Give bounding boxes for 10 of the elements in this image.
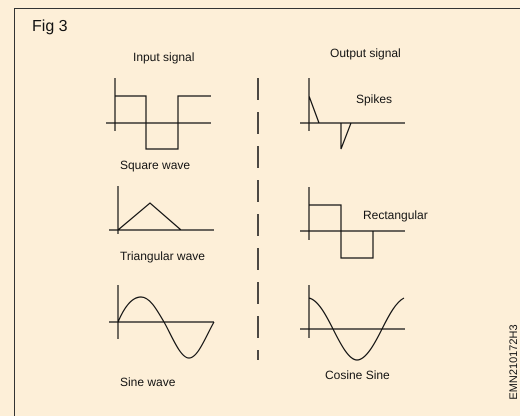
waveform-label: Rectangular (363, 208, 428, 222)
waveform-label: Cosine Sine (325, 368, 390, 382)
waveform-label: Triangular wave (120, 249, 205, 263)
waveform-label: Sine wave (120, 375, 176, 389)
waveform-label: Spikes (356, 92, 392, 106)
waveform-label: Square wave (120, 158, 190, 172)
figure-title: Fig 3 (32, 18, 68, 36)
column-heading: Input signal (133, 50, 194, 64)
column-heading: Output signal (330, 46, 401, 60)
figure-code: EMN210172H3 (507, 323, 520, 402)
